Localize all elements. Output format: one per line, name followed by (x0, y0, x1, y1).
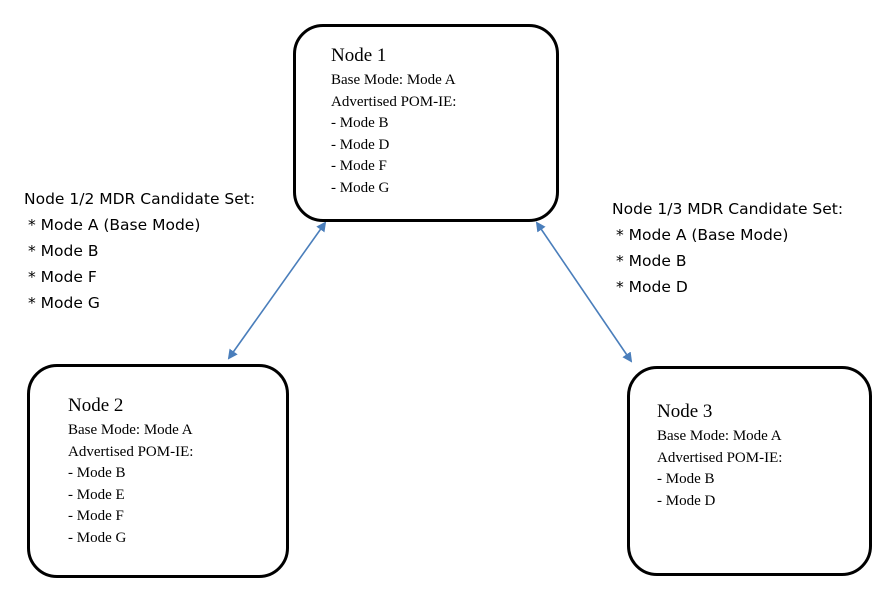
candidate-set-node-1-2: Node 1/2 MDR Candidate Set: * Mode A (Ba… (24, 186, 255, 316)
node-2-mode-item: - Mode F (68, 508, 124, 524)
node-1-mode-item: - Mode D (331, 136, 390, 153)
node-1-advertised-label: Advertised POM-IE: (331, 93, 457, 110)
candidate-set-1-2-item: * Mode G (28, 294, 100, 312)
node-2-box: Node 2 Base Mode: Mode A Advertised POM-… (27, 364, 289, 578)
candidate-set-node-1-3: Node 1/3 MDR Candidate Set: * Mode A (Ba… (612, 196, 843, 300)
candidate-set-1-2-item: * Mode A (Base Mode) (28, 216, 201, 234)
candidate-set-1-3-item: * Mode B (616, 252, 687, 270)
candidate-set-1-3-title: Node 1/3 MDR Candidate Set: (612, 200, 844, 218)
candidate-set-1-3-item: * Mode D (616, 278, 688, 296)
node-1-mode-item: - Mode B (331, 115, 389, 131)
node-2-mode-item: - Mode G (68, 529, 127, 546)
candidate-set-1-2-item: * Mode B (28, 242, 99, 260)
node-2-advertised-label: Advertised POM-IE: (68, 443, 194, 460)
node-2-title: Node 2 (68, 395, 124, 416)
node-3-title: Node 3 (657, 401, 713, 422)
node-2-mode-item: - Mode B (68, 465, 126, 481)
candidate-set-1-2-item: * Mode F (28, 268, 97, 286)
node-3-box: Node 3 Base Mode: Mode A Advertised POM-… (627, 366, 872, 576)
node-1-mode-item: - Mode G (331, 179, 390, 196)
node-1-box: Node 1 Base Mode: Mode A Advertised POM-… (293, 24, 559, 222)
candidate-set-1-2-title: Node 1/2 MDR Candidate Set: (24, 190, 256, 208)
node-1-mode-item: - Mode F (331, 158, 387, 174)
node-3-base-mode: Base Mode: Mode A (657, 428, 782, 444)
node-2-mode-item: - Mode E (68, 486, 125, 503)
node-3-mode-item: - Mode D (657, 492, 716, 509)
node-1-base-mode: Base Mode: Mode A (331, 72, 456, 88)
candidate-set-1-3-item: * Mode A (Base Mode) (616, 226, 789, 244)
node-3-advertised-label: Advertised POM-IE: (657, 449, 783, 466)
node-1-title: Node 1 (331, 45, 387, 66)
node-2-base-mode: Base Mode: Mode A (68, 422, 193, 438)
node-3-mode-item: - Mode B (657, 471, 715, 487)
